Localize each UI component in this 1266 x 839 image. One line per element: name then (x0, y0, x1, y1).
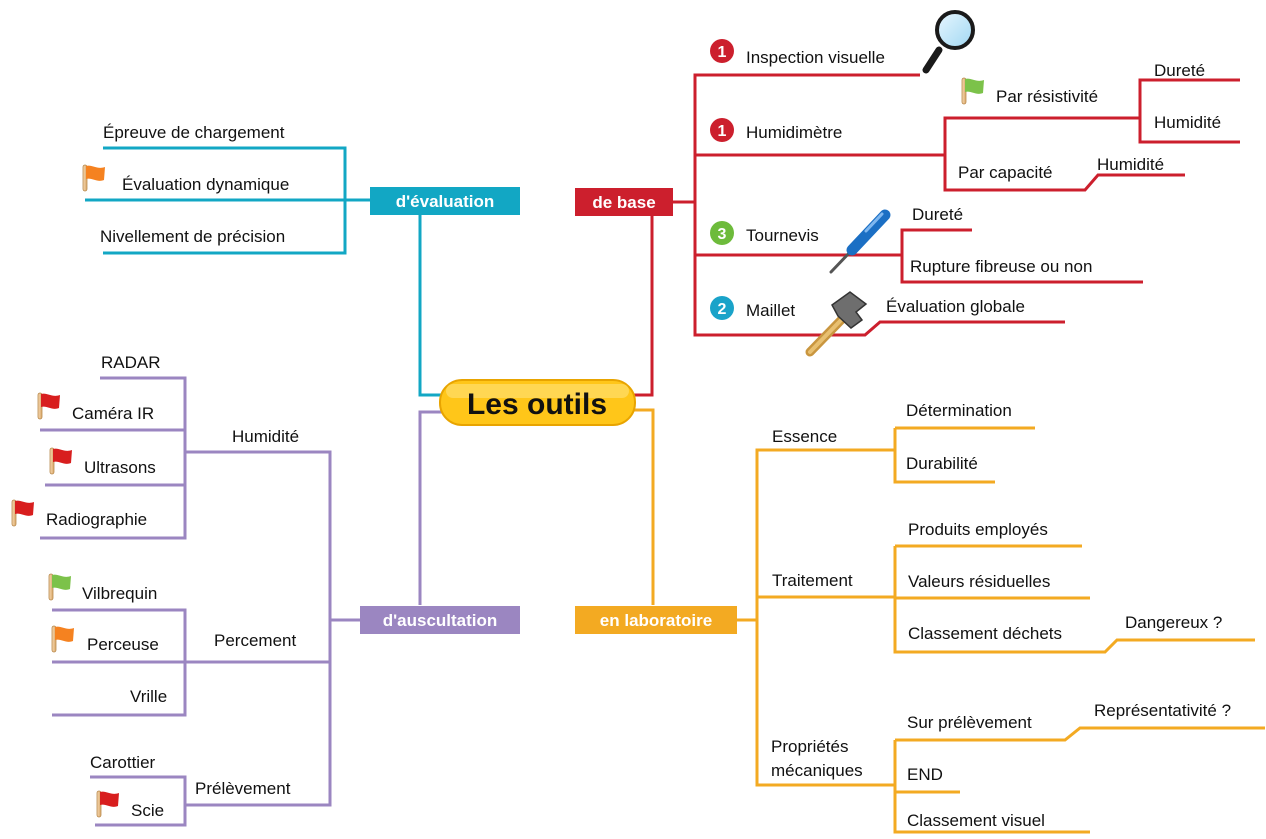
branch-de-base: de base 1 Inspection visuelle 1 Humidimè… (575, 10, 1240, 397)
determination-label: Détermination (906, 401, 1012, 420)
perceuse-label: Perceuse (87, 635, 159, 654)
humidite-label: Humidité (1097, 155, 1164, 174)
priority-badge (710, 39, 734, 63)
prelevement-label: Prélèvement (195, 779, 291, 798)
scie-label: Scie (131, 801, 164, 820)
red-flag-icon (37, 392, 61, 420)
red-flag-icon (49, 447, 73, 475)
hammer-icon (805, 291, 868, 357)
auscultation-header (360, 606, 520, 634)
classement-visuel-label: Classement visuel (907, 811, 1045, 830)
priority-badge (710, 296, 734, 320)
laboratoire-title: en laboratoire (600, 611, 712, 630)
red-flag-icon (11, 499, 35, 527)
maillet-label: Maillet (746, 301, 795, 320)
orange-flag-icon (51, 625, 75, 653)
center-title: Les outils (467, 388, 607, 421)
evaluation-title: d'évaluation (396, 192, 495, 211)
green-flag-icon (48, 573, 72, 601)
priority-badge-number: 1 (718, 44, 727, 61)
par-capacite-label: Par capacité (958, 163, 1053, 182)
traitement-label: Traitement (772, 571, 853, 590)
classement-dechets-label: Classement déchets (908, 624, 1062, 643)
priority-badge-number: 2 (718, 301, 727, 318)
priority-badge-number: 1 (718, 123, 727, 140)
inspection-visuelle-label: Inspection visuelle (746, 48, 885, 67)
red-flag-icon (96, 790, 120, 818)
produits-employes-label: Produits employés (908, 520, 1048, 539)
durete-label: Dureté (912, 205, 963, 224)
epreuve-chargement-label: Épreuve de chargement (103, 123, 285, 142)
humidite-category-label: Humidité (232, 427, 299, 446)
proprietes-label: Propriétés (771, 737, 848, 756)
branch-evaluation: d'évaluation Épreuve de chargement Évalu… (82, 123, 520, 397)
auscultation-title: d'auscultation (383, 611, 498, 630)
center-node: Les outils (439, 379, 636, 426)
green-flag-icon (961, 77, 985, 105)
rupture-fibreuse-label: Rupture fibreuse ou non (910, 257, 1092, 276)
representativite-label: Représentativité ? (1094, 701, 1231, 720)
priority-badge (710, 221, 734, 245)
vrille-label: Vrille (130, 687, 167, 706)
mecaniques-label: mécaniques (771, 761, 863, 780)
magnifier-icon (922, 10, 975, 74)
carottier-label: Carottier (90, 753, 156, 772)
branch-laboratoire: en laboratoire Essence Détermination Dur… (575, 401, 1265, 834)
branch-auscultation: d'auscultation Humidité RADAR Caméra IR … (11, 353, 520, 827)
screwdriver-icon (829, 209, 891, 274)
de-base-title: de base (592, 193, 655, 212)
priority-badge-number: 3 (718, 226, 727, 243)
humidite-label: Humidité (1154, 113, 1221, 132)
tournevis-label: Tournevis (746, 226, 819, 245)
durete-label: Dureté (1154, 61, 1205, 80)
ultrasons-label: Ultrasons (84, 458, 156, 477)
evaluation-dynamique-label: Évaluation dynamique (122, 175, 289, 194)
essence-label: Essence (772, 427, 837, 446)
humidimetre-label: Humidimètre (746, 123, 842, 142)
end-label: END (907, 765, 943, 784)
priority-badge (710, 118, 734, 142)
vilbrequin-label: Vilbrequin (82, 584, 157, 603)
valeurs-residuelles-label: Valeurs résiduelles (908, 572, 1050, 591)
evaluation-globale-label: Évaluation globale (886, 297, 1025, 316)
laboratoire-header (575, 606, 737, 634)
durabilite-label: Durabilité (906, 454, 978, 473)
orange-flag-icon (82, 164, 106, 192)
nivellement-precision-label: Nivellement de précision (100, 227, 285, 246)
camera-ir-label: Caméra IR (72, 404, 154, 423)
sur-prelevement-label: Sur prélèvement (907, 713, 1032, 732)
dangereux-label: Dangereux ? (1125, 613, 1222, 632)
par-resistivite-label: Par résistivité (996, 87, 1098, 106)
de-base-header (575, 188, 673, 216)
percement-label: Percement (214, 631, 296, 650)
radar-label: RADAR (101, 353, 161, 372)
radiographie-label: Radiographie (46, 510, 147, 529)
evaluation-header (370, 187, 520, 215)
